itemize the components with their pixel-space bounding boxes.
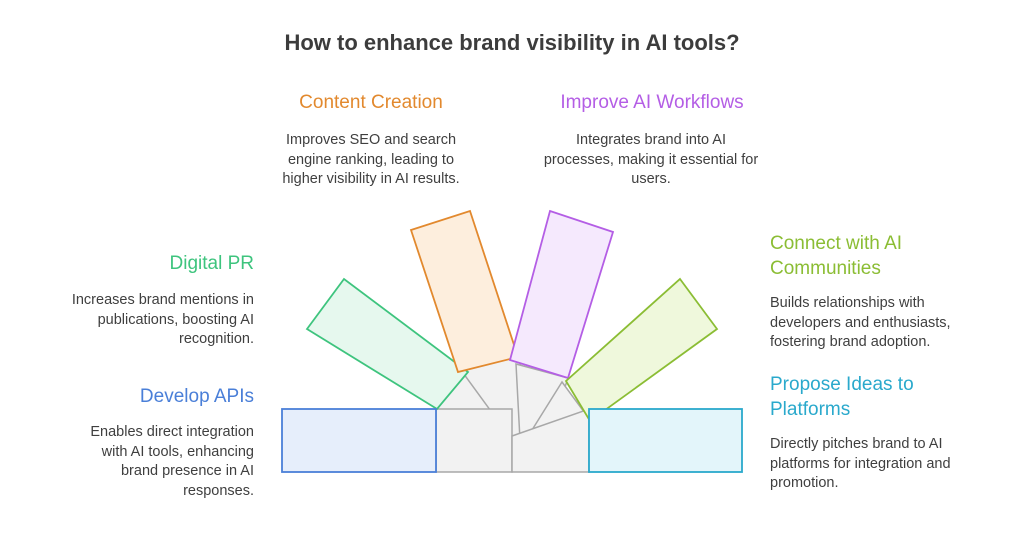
desc-improve-ai-workflows: Integrates brand into AI processes, maki… <box>543 132 759 187</box>
label-propose-ideas: Propose Ideas to Platforms <box>770 372 970 422</box>
label-propose-line-2: Platforms <box>770 399 851 420</box>
label-improve-ai-workflows: Improve AI Workflows <box>560 92 744 113</box>
label-develop-apis: Develop APIs <box>139 386 254 407</box>
desc-digital-pr: Increases brand mentions in publications… <box>71 292 254 347</box>
desc-content-creation: Improves SEO and search engine ranking, … <box>282 132 460 187</box>
label-propose-line-1: Propose Ideas to <box>770 374 914 395</box>
page-title: How to enhance brand visibility in AI to… <box>284 30 740 55</box>
desc-connect-ai-communities: Builds relationships with developers and… <box>770 295 951 350</box>
label-connect-ai-communities: Connect with AI Communities <box>770 231 970 281</box>
label-connect-line-1: Connect with AI <box>770 233 903 254</box>
label-connect-line-2: Communities <box>770 258 881 279</box>
connector-apis <box>435 408 513 473</box>
label-content-creation: Content Creation <box>299 92 443 113</box>
blade-workflows <box>508 209 615 380</box>
blade-platforms <box>588 408 743 473</box>
blade-apis <box>281 408 437 473</box>
label-digital-pr: Digital PR <box>169 253 254 274</box>
blade-digitalpr <box>305 277 470 411</box>
desc-propose-ideas: Directly pitches brand to AI platforms f… <box>770 436 951 491</box>
desc-develop-apis: Enables direct integration with AI tools… <box>90 424 254 499</box>
